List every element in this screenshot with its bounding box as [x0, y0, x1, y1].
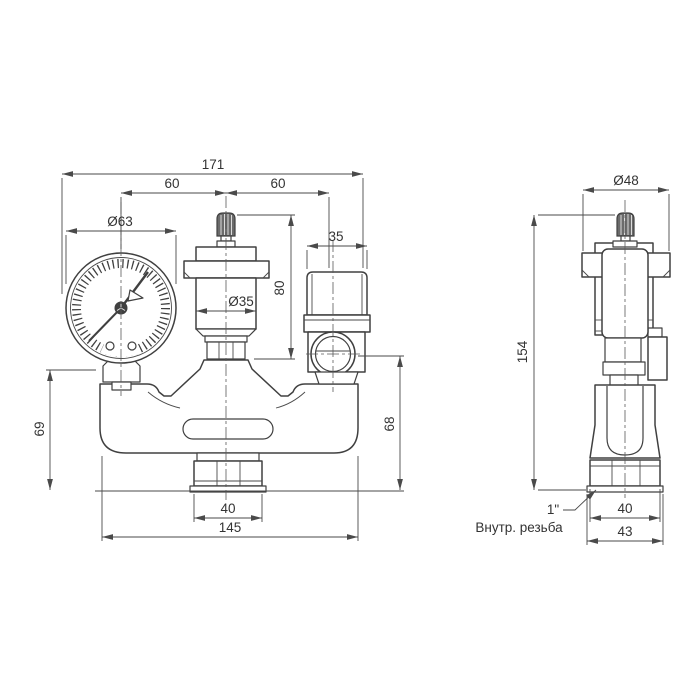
flange-chamfer — [581, 269, 590, 278]
thread-leader-line — [563, 489, 597, 511]
side-valve-step — [647, 327, 663, 338]
dim-body-width-label: 145 — [219, 520, 242, 535]
casting-fillet-right — [275, 391, 306, 409]
safety-valve-cap — [306, 271, 368, 316]
flange-chamfer — [183, 271, 191, 279]
outlet-nut — [193, 460, 263, 487]
dim-right-height-label: 68 — [382, 416, 397, 431]
side-dimensions: Ø48 154 1" Внутр. резьба 40 43 — [475, 173, 670, 545]
side-air-vent — [581, 212, 671, 387]
gauge-needle — [88, 271, 149, 342]
manifold-body — [99, 359, 359, 493]
dim-cap-diameter-label: Ø48 — [613, 173, 639, 188]
outlet-end-plate — [189, 485, 267, 493]
casting-fillet-left — [147, 391, 181, 409]
side-vent-nut — [602, 361, 646, 376]
flange-chamfer — [662, 269, 671, 278]
gauge-hex-nut — [102, 360, 141, 383]
dim-gauge-to-vent-label: 60 — [164, 176, 179, 191]
side-vent-lower — [604, 337, 642, 363]
dim-valve-width-label: 35 — [328, 229, 343, 244]
dim-left-height-label: 69 — [32, 421, 47, 436]
safety-valve-nut — [314, 371, 359, 385]
dim-nut-width-label: 40 — [617, 501, 632, 516]
dim-outlet-nut-width-label: 40 — [220, 501, 235, 516]
side-view: Ø48 154 1" Внутр. резьба 40 43 — [475, 173, 671, 545]
gauge-screw-left — [105, 341, 115, 351]
dim-vent-to-valve-label: 60 — [270, 176, 285, 191]
air-vent-flange — [183, 260, 270, 279]
dim-vent-height-label: 80 — [272, 280, 287, 295]
front-view: 171 60 60 Ø63 35 80 Ø35 — [32, 157, 404, 541]
side-cap-neck — [620, 235, 631, 242]
side-safety-valve-profile — [647, 336, 668, 381]
air-vent-valve — [183, 212, 270, 360]
thread-note-label: Внутр. резьба — [475, 520, 563, 535]
dim-vent-diameter-label: Ø35 — [228, 294, 254, 309]
manifold-slot — [182, 418, 274, 440]
dim-total-height-label: 154 — [515, 340, 530, 363]
thread-size-label: 1" — [547, 502, 560, 517]
outlet-nut-collar — [196, 452, 260, 462]
safety-valve — [303, 271, 371, 385]
flange-chamfer — [262, 271, 270, 279]
manifold-outline — [99, 359, 359, 454]
safety-valve-ring — [303, 314, 371, 333]
front-dimensions: 171 60 60 Ø63 35 80 Ø35 — [32, 157, 404, 541]
dim-total-width-label: 171 — [202, 157, 225, 172]
dim-gauge-diameter-label: Ø63 — [107, 214, 133, 229]
dim-base-width-label: 43 — [617, 524, 632, 539]
gauge-screw-right — [127, 341, 137, 351]
gauge-stem — [111, 381, 132, 391]
